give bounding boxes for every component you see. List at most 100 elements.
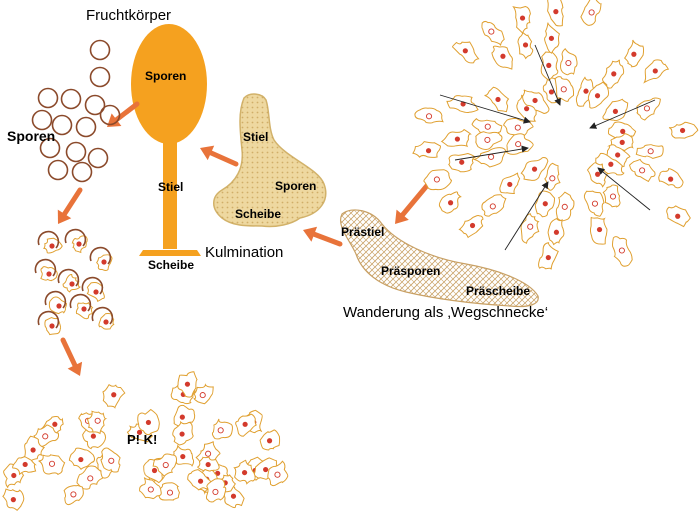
- arrow-fruiting-to-spores: [107, 101, 140, 127]
- slug-prestalk-label: Prästiel: [341, 225, 385, 239]
- arrow-aggregation-to-slug: [395, 179, 433, 224]
- amoeba: [205, 478, 227, 503]
- amoeba: [458, 214, 484, 239]
- amoeba: [139, 477, 162, 500]
- culmination-disc-label: Scheibe: [235, 207, 282, 221]
- amoeba: [448, 152, 477, 173]
- amoeba: [98, 313, 115, 330]
- spore-shell: [34, 258, 57, 277]
- fruiting-disc-shape: [139, 250, 201, 256]
- fruiting-disc-label: Scheibe: [148, 258, 195, 272]
- amoeba: [547, 0, 564, 27]
- spore: [71, 161, 93, 183]
- amoeba: [602, 184, 621, 208]
- spore-shell: [89, 246, 112, 265]
- amoeba: [173, 404, 196, 429]
- amoeba: [520, 157, 549, 181]
- fruiting-body-title: Fruchtkörper: [86, 7, 172, 24]
- amoeba: [636, 97, 661, 121]
- amoeba: [102, 383, 126, 409]
- amoeba: [643, 59, 670, 84]
- arrow-culmination-to-fruiting: [200, 145, 239, 167]
- spore-shell: [69, 293, 92, 312]
- spore-shell: [64, 228, 87, 247]
- amoeba: [440, 128, 472, 148]
- aggregation-arrows: [439, 44, 656, 251]
- amoeba: [68, 447, 96, 470]
- amoeba: [481, 194, 507, 217]
- pk-label: P! K!: [127, 432, 158, 447]
- inward-arrow: [439, 94, 531, 124]
- culmination-spores-label: Sporen: [275, 179, 317, 193]
- amoeba: [38, 454, 66, 476]
- amoeba: [172, 420, 194, 446]
- amoeba: [544, 162, 561, 191]
- slug-prespores-label: Präsporen: [381, 264, 441, 278]
- spores-label: Sporen: [7, 128, 56, 144]
- spore-shell: [91, 306, 114, 325]
- amoeba: [534, 190, 556, 218]
- culmination-stalk-label: Stiel: [243, 130, 269, 144]
- inward-arrow: [534, 44, 561, 106]
- amoeba: [583, 190, 605, 217]
- spore-shell: [37, 310, 60, 329]
- amoeba: [157, 482, 181, 501]
- amoeba: [635, 144, 664, 159]
- fruiting-stalk-shape: [163, 135, 177, 249]
- amoeba: [472, 147, 507, 168]
- inward-arrow: [454, 145, 529, 161]
- amoeba: [471, 118, 503, 137]
- amoeba: [71, 235, 88, 254]
- amoeba: [658, 168, 684, 189]
- amoeba: [233, 459, 256, 485]
- amoeba: [259, 429, 281, 451]
- amoeba: [452, 41, 480, 64]
- spore: [51, 114, 73, 136]
- spore: [89, 39, 111, 61]
- amoeba: [629, 158, 656, 183]
- amoeba: [414, 107, 444, 124]
- amoeba: [197, 456, 220, 473]
- spore-shell: [44, 290, 67, 309]
- culmination-title: Kulmination: [205, 244, 284, 261]
- amoeba: [481, 20, 505, 47]
- amoeba: [62, 273, 82, 293]
- arrow-spores-to-germination: [57, 187, 83, 224]
- amoeba: [612, 236, 633, 267]
- amoeba: [152, 453, 178, 477]
- inward-arrow: [589, 99, 656, 129]
- amoeba: [484, 86, 510, 113]
- amoeba: [602, 98, 629, 122]
- fruiting-body: [131, 24, 207, 256]
- spore: [87, 147, 109, 169]
- amoeba: [24, 435, 46, 462]
- amoeba: [587, 81, 610, 109]
- spore: [37, 87, 59, 109]
- spore: [65, 141, 87, 163]
- amoeba: [554, 76, 575, 102]
- spore: [99, 104, 121, 126]
- spore-shell: [37, 230, 60, 249]
- arrow-germination-to-amoebae: [60, 337, 83, 376]
- amoeba: [192, 383, 214, 405]
- amoeba: [423, 169, 453, 191]
- amoeba: [412, 141, 442, 158]
- amoeba: [75, 302, 94, 320]
- amoeba: [48, 296, 68, 315]
- spore: [89, 66, 111, 88]
- spore: [84, 94, 106, 116]
- amoeba: [211, 418, 233, 440]
- amoebae: [2, 371, 289, 511]
- amoeba: [624, 39, 645, 68]
- aggregation-streams: [412, 0, 699, 270]
- amoeba: [177, 371, 198, 398]
- amoeba: [505, 133, 534, 155]
- inward-arrow: [504, 181, 549, 251]
- amoeba: [100, 447, 121, 473]
- spore-shell: [57, 268, 80, 287]
- spore-shell: [81, 276, 104, 295]
- amoeba: [12, 455, 37, 476]
- migration-title: Wanderung als ‚Wegschnecke‘: [343, 304, 549, 321]
- amoeba: [517, 31, 534, 60]
